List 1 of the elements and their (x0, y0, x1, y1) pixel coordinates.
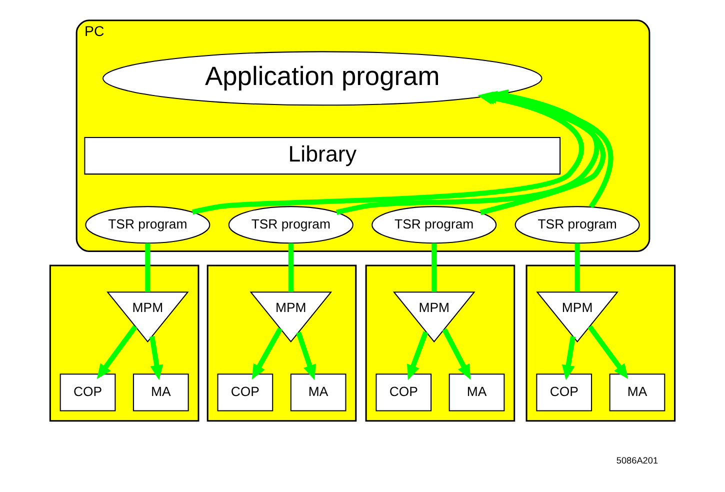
label: 5086A201 (616, 456, 658, 466)
